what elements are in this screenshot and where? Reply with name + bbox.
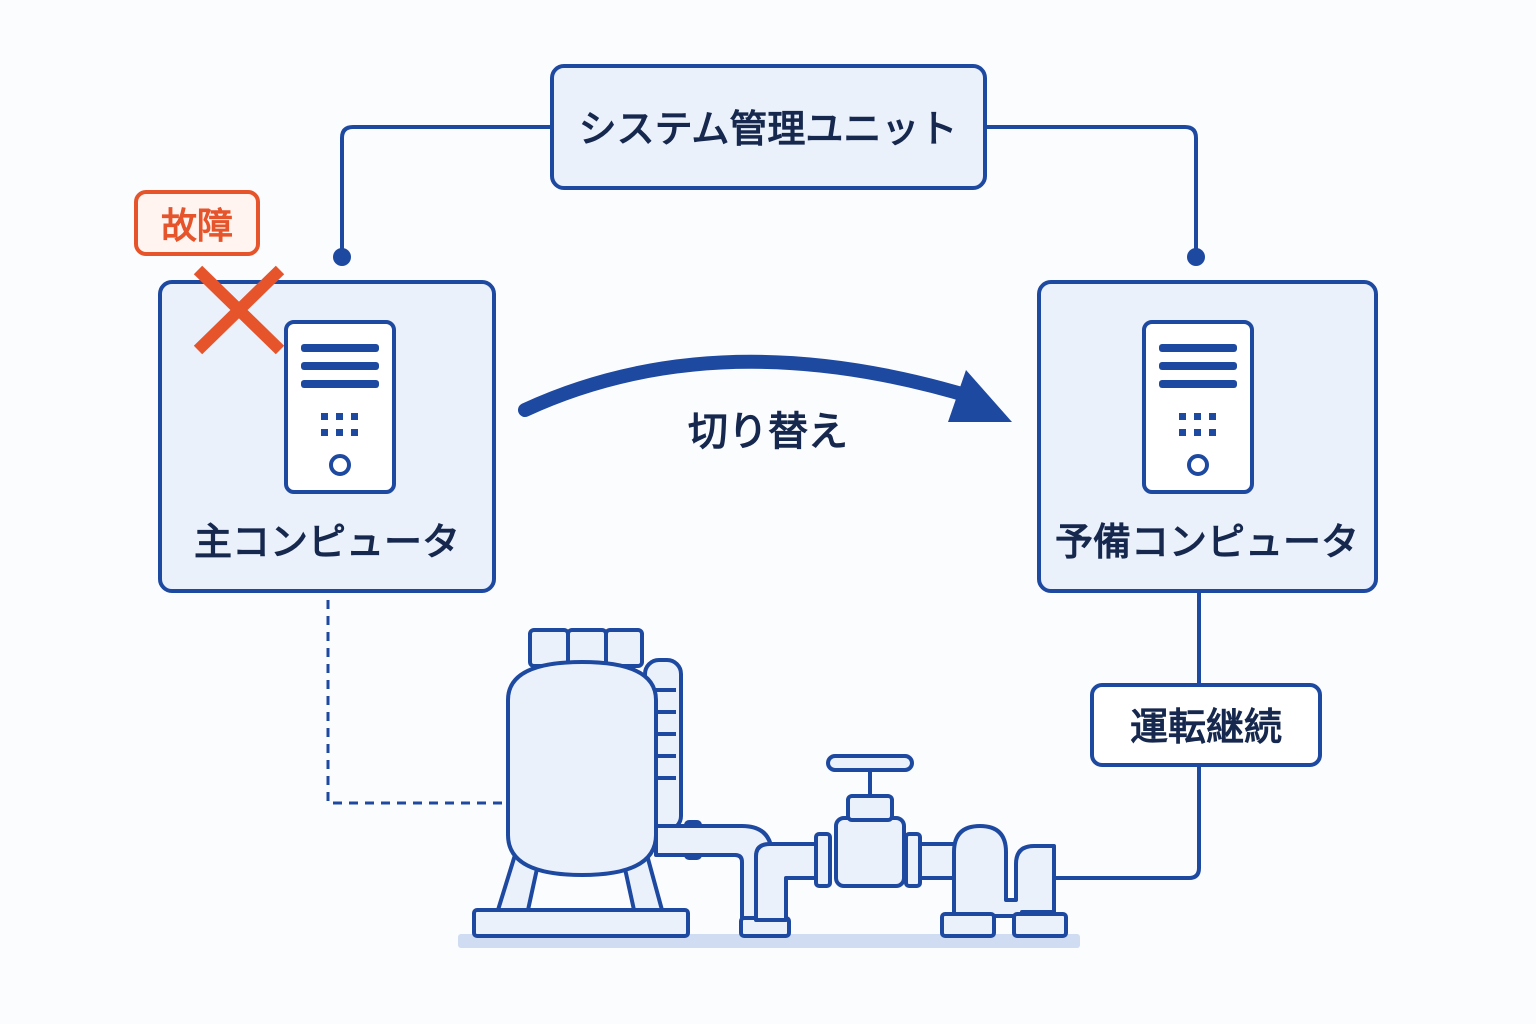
system-management-unit: システム管理ユニット — [550, 64, 987, 190]
valve-bonnet — [846, 794, 894, 822]
switch-arrow-head — [948, 370, 1012, 422]
server-icon — [284, 320, 396, 494]
backup-computer-label: 予備コンピュータ — [1055, 520, 1359, 564]
operation-to-equipment-line — [1054, 765, 1201, 880]
connector-dot-primary — [333, 248, 351, 266]
fault-badge-label: 故障 — [161, 206, 233, 247]
fault-badge: 故障 — [134, 190, 260, 256]
system-unit-label: システム管理ユニット — [579, 107, 958, 151]
pipe-to-valve — [754, 842, 832, 922]
primary-computer: 主コンピュータ — [158, 280, 496, 593]
operation-badge-box — [1090, 683, 1322, 767]
primary-computer-label: 主コンピュータ — [194, 520, 460, 564]
tank-body — [506, 660, 658, 877]
primary-to-equipment-dashed-line — [326, 600, 505, 805]
cross-icon — [193, 265, 285, 355]
management-connectors — [340, 125, 1198, 257]
valve-flange-left — [814, 832, 832, 888]
pipe-foot-right — [1012, 912, 1068, 938]
connector-to-backup — [985, 125, 1198, 257]
backup-computer: 予備コンピュータ — [1037, 280, 1378, 593]
switch-arrow-label: 切り替え — [688, 409, 848, 455]
tank-cap-left — [528, 628, 570, 668]
tank-cap-right — [604, 628, 644, 668]
operation-badge-label: 運転継続 — [1130, 705, 1282, 749]
operation-badge: 運転継続 — [1090, 683, 1322, 767]
server-icon — [1142, 320, 1254, 494]
connector-dot-backup — [1187, 248, 1205, 266]
valve-handwheel — [826, 754, 914, 772]
tank-platform — [472, 908, 690, 938]
switch-arrow-curve — [518, 354, 982, 417]
pipe-foot-left — [940, 912, 996, 938]
connector-to-primary — [340, 125, 552, 257]
fault-badge-box — [134, 190, 260, 256]
tank-pump-valve-illustration — [458, 628, 1080, 948]
switch-arrow: 切り替え — [518, 354, 1012, 455]
valve-flange-right — [904, 832, 922, 888]
valve-body — [834, 816, 906, 888]
system-unit-box — [550, 64, 987, 190]
pipe-u-bend — [952, 824, 1056, 918]
